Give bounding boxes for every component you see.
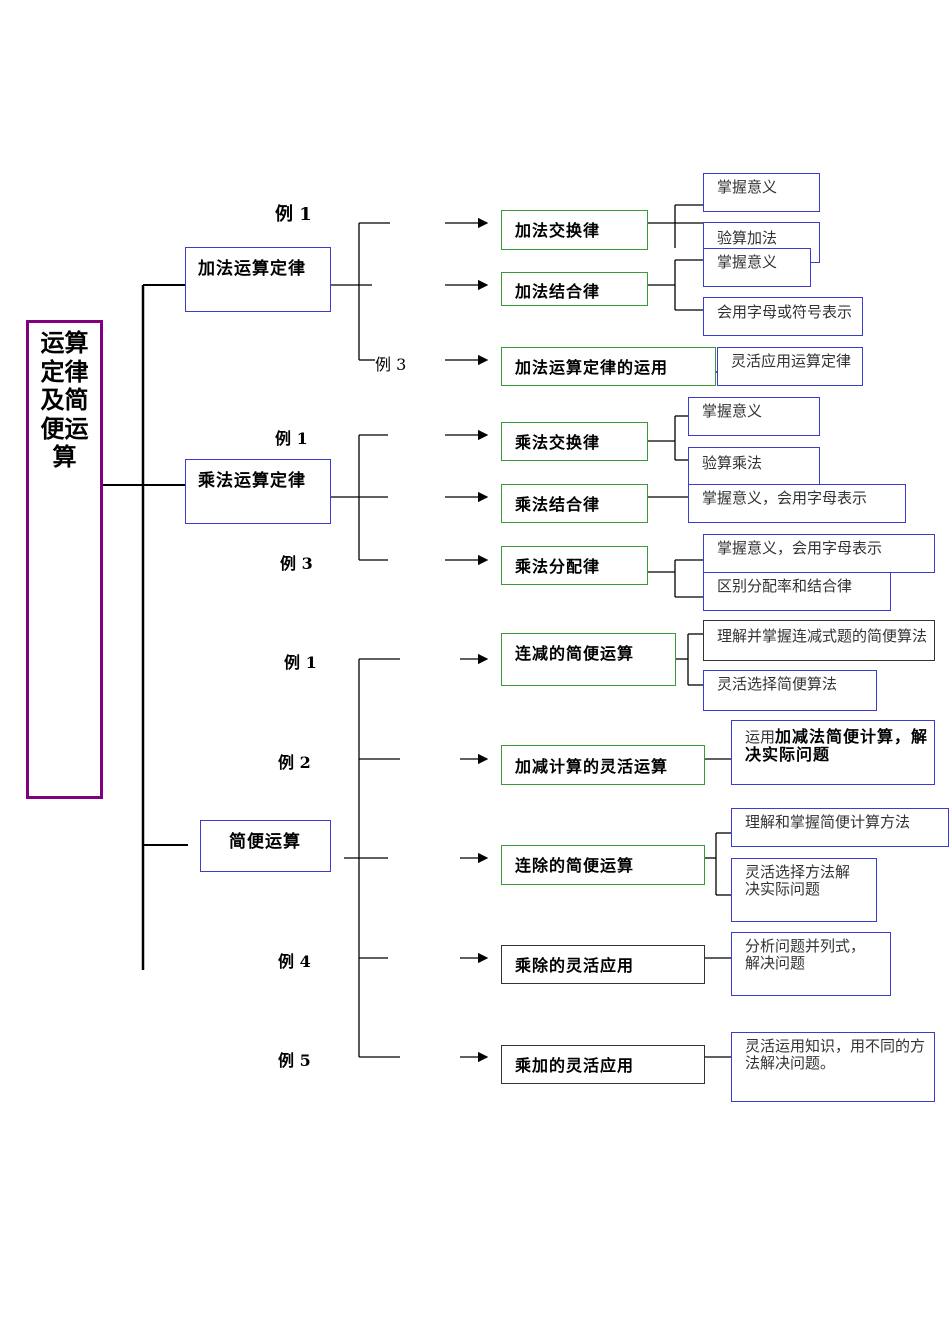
- node-add-subtract-flexible: 加减计算的灵活运算: [501, 745, 705, 785]
- node-multiply-divide-application: 乘除的灵活应用: [501, 945, 705, 984]
- example-label: 例 4: [278, 952, 311, 971]
- detail-box: 会用字母或符号表示: [703, 297, 863, 336]
- node-consecutive-division: 连除的简便运算: [501, 845, 705, 885]
- node-addition-laws-application: 加法运算定律的运用: [501, 347, 716, 386]
- example-label: 例 1: [284, 653, 317, 672]
- detail-box: 运用加减法简便计算，解决实际问题: [731, 720, 935, 785]
- detail-text-bold: 加减法简便计算，解决实际问题: [745, 727, 929, 764]
- node-multiplication-commutative: 乘法交换律: [501, 422, 648, 461]
- detail-box: 掌握意义: [703, 173, 820, 212]
- detail-box: 灵活运用知识，用不同的方法解决问题。: [731, 1032, 935, 1102]
- node-multiply-add-application: 乘加的灵活应用: [501, 1045, 705, 1084]
- detail-box: 分析问题并列式，解决问题: [731, 932, 891, 996]
- example-label: 例 3: [280, 554, 313, 573]
- detail-box: 灵活选择方法解决实际问题: [731, 858, 877, 922]
- node-consecutive-subtraction: 连减的简便运算: [501, 633, 676, 686]
- detail-box: 灵活应用运算定律: [717, 347, 863, 386]
- example-label: 例 1: [275, 204, 312, 225]
- detail-box: 掌握意义，会用字母表示: [703, 534, 935, 573]
- detail-box: 掌握意义: [688, 397, 820, 436]
- example-label: 例 3: [375, 355, 407, 374]
- detail-text: 运用: [745, 728, 776, 746]
- node-addition-associative: 加法结合律: [501, 272, 648, 306]
- detail-box: 验算乘法: [688, 447, 820, 488]
- node-multiplication-laws: 乘法运算定律: [185, 459, 331, 524]
- example-label: 例 2: [278, 753, 311, 772]
- root-node: 运算定律及简便运算: [26, 320, 103, 799]
- detail-box: 理解并掌握连减式题的简便算法: [703, 620, 935, 661]
- node-addition-laws: 加法运算定律: [185, 247, 331, 312]
- detail-box: 掌握意义: [703, 248, 811, 287]
- node-addition-commutative: 加法交换律: [501, 210, 648, 250]
- detail-box: 灵活选择简便算法: [703, 670, 877, 711]
- detail-box: 理解和掌握简便计算方法: [731, 808, 949, 847]
- detail-box: 区别分配率和结合律: [703, 572, 891, 611]
- node-simplified-calculation: 简便运算: [200, 820, 331, 872]
- example-label: 例 5: [278, 1051, 311, 1070]
- node-multiplication-distributive: 乘法分配律: [501, 546, 648, 585]
- example-label: 例 1: [275, 429, 308, 448]
- detail-box: 掌握意义，会用字母表示: [688, 484, 906, 523]
- node-multiplication-associative: 乘法结合律: [501, 484, 648, 523]
